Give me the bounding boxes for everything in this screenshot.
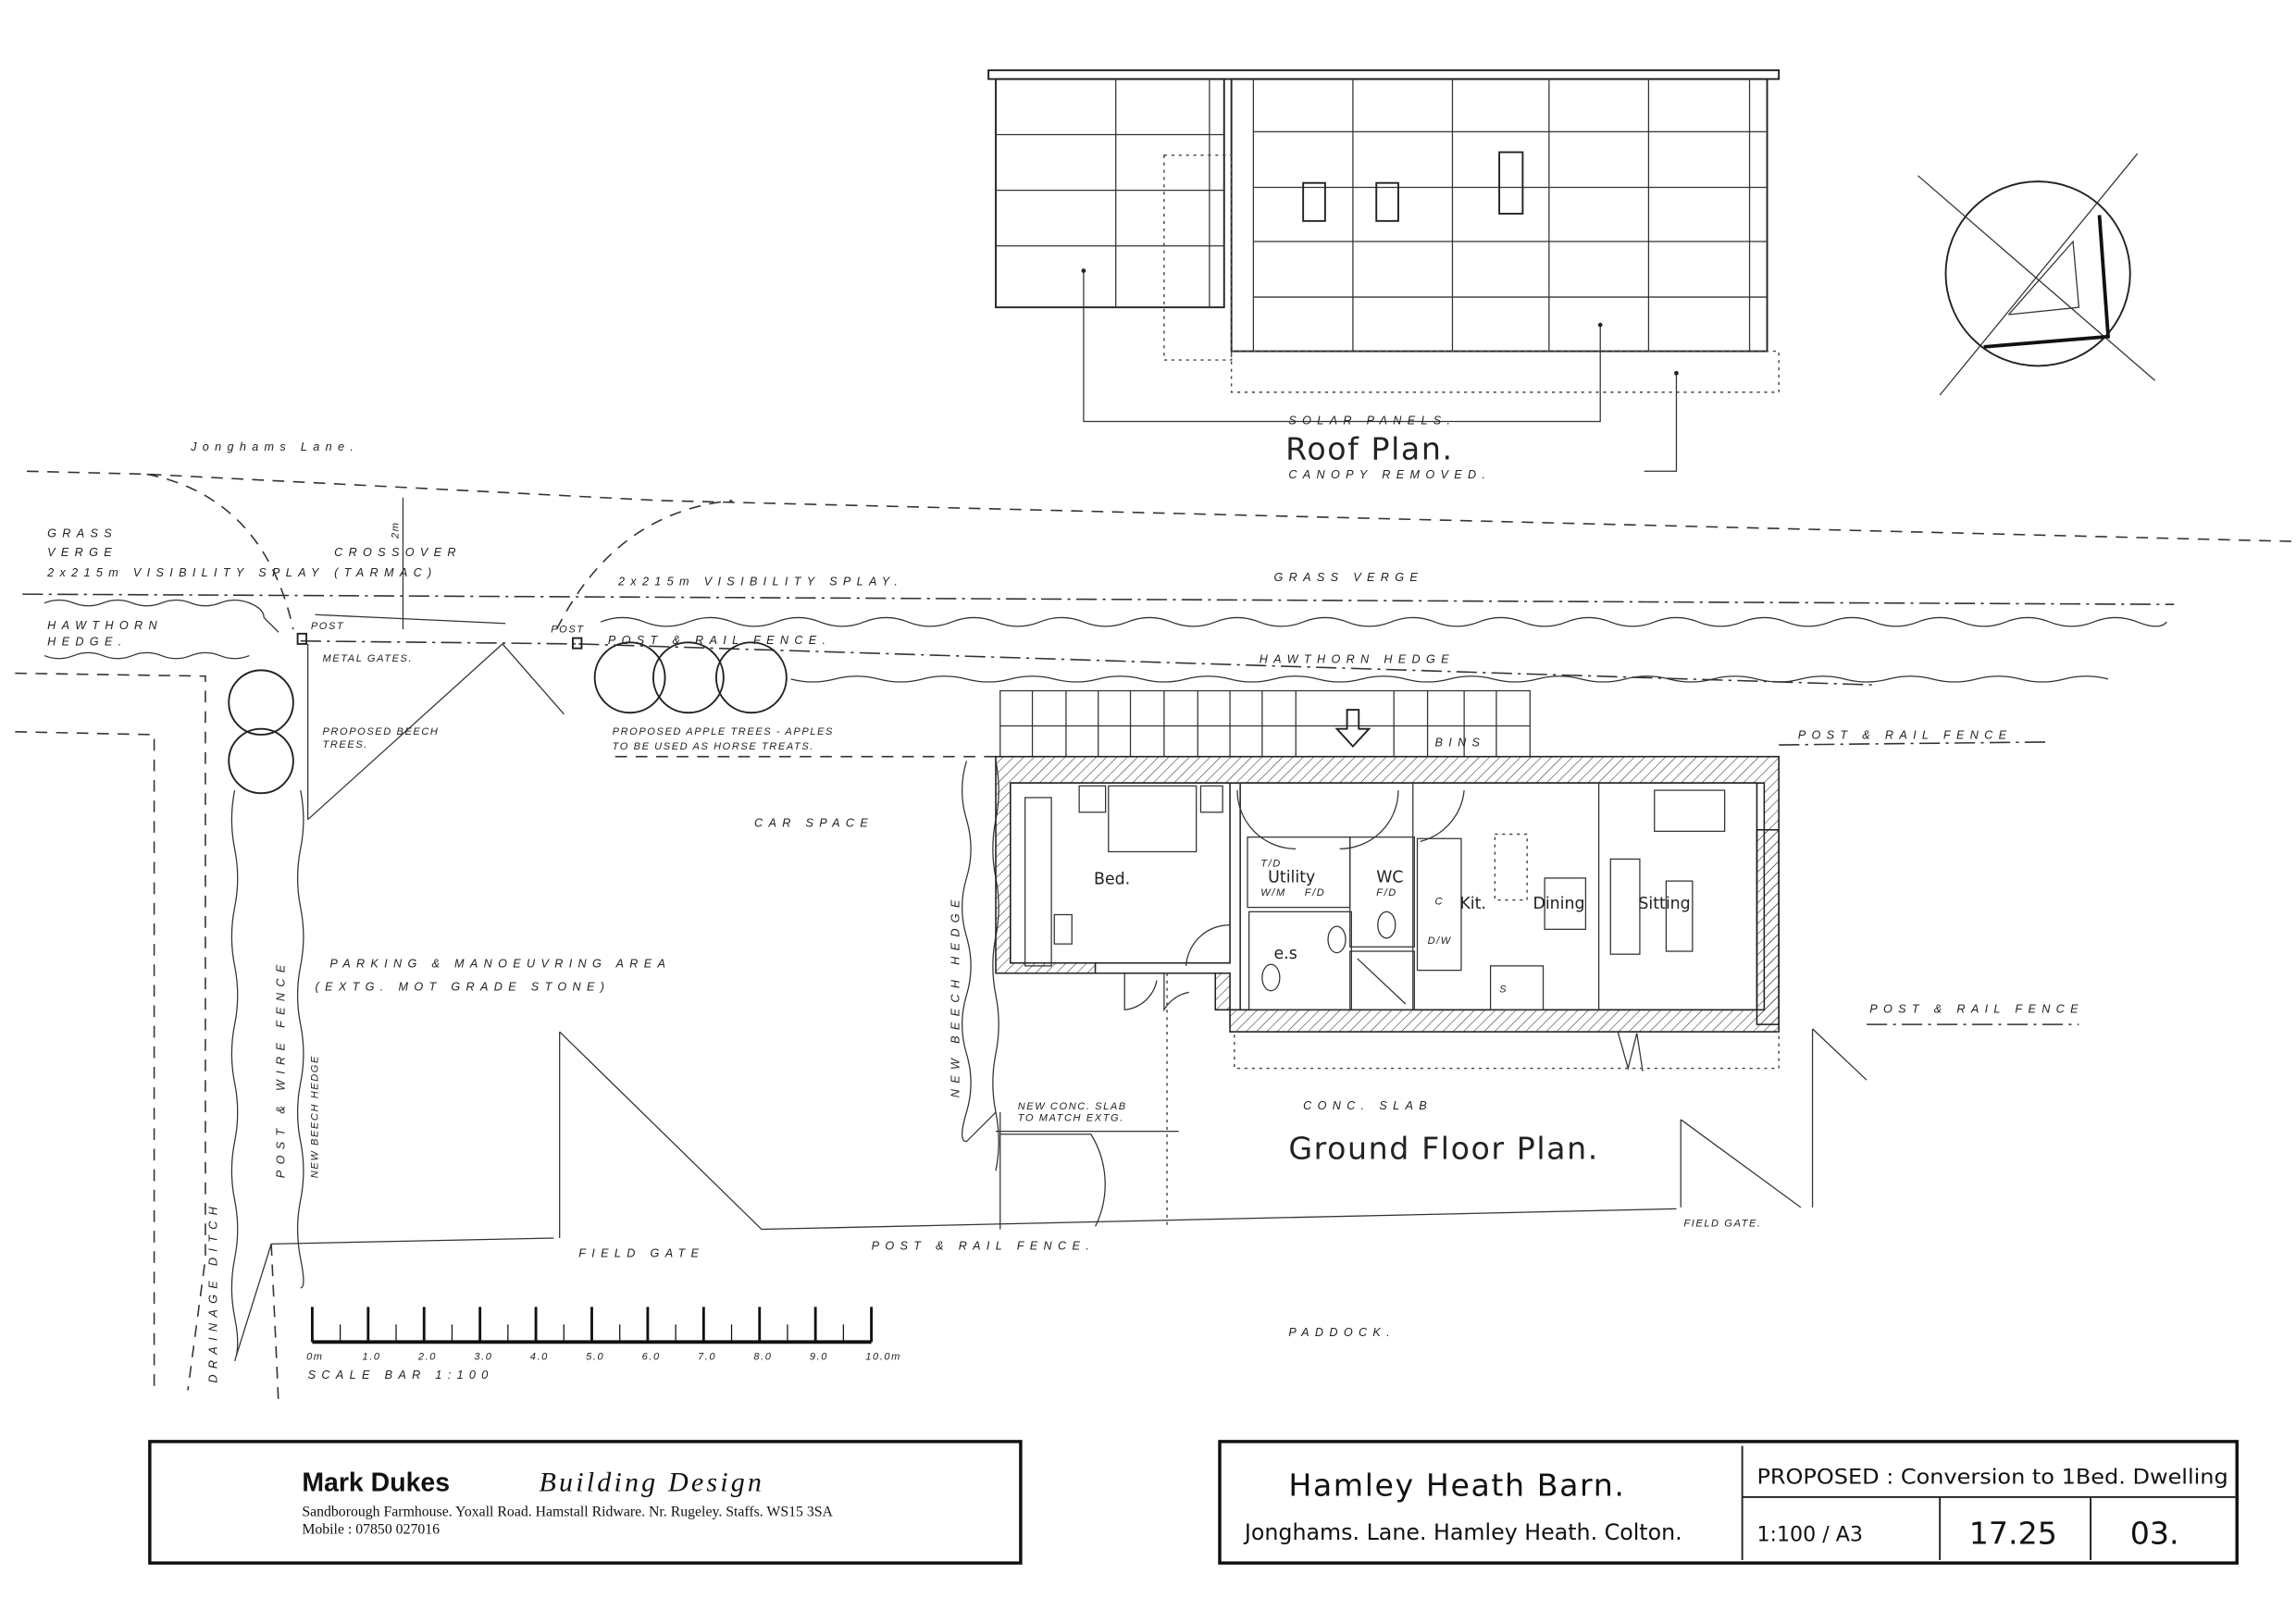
firm-mobile: Mobile : 07850 027016	[302, 1522, 440, 1538]
post-rail-fence-label: POST & RAIL FENCE.	[872, 1240, 1095, 1253]
hawthorn-hedge-label: HAWTHORN	[47, 619, 163, 632]
roof-plan-title: Roof Plan.	[1285, 431, 1453, 467]
drawing-scale: 1:100 / A3	[1756, 1522, 1862, 1546]
visibility-splay-label: 2x215m VISIBILITY SPLAY.	[617, 576, 903, 588]
post-rail-fence-label: POST & RAIL FENCE	[1798, 729, 2013, 742]
canopy-removed-label: CANOPY REMOVED.	[1288, 468, 1491, 481]
ground-floor-plan-title: Ground Floor Plan.	[1288, 1131, 1599, 1167]
room-label-ensuite: e.s	[1274, 945, 1297, 963]
fixture-fd-wc: F/D	[1376, 887, 1397, 898]
fixture-td: T/D	[1260, 858, 1282, 869]
new-slab-label: TO MATCH EXTG.	[1018, 1113, 1124, 1124]
rooflight	[1498, 151, 1524, 215]
project-name: Hamley Heath Barn.	[1288, 1467, 1625, 1503]
room-label-wc: WC	[1376, 869, 1403, 887]
project-location: Jonghams. Lane. Hamley Heath. Colton.	[1243, 1519, 1682, 1545]
site-labels: Jonghams Lane. GRASS VERGE 2x215m VISIBI…	[46, 440, 2084, 1383]
grass-verge-label: GRASS VERGE	[1274, 571, 1424, 584]
room-label-dining: Dining	[1533, 895, 1584, 913]
hawthorn-hedge-label: HAWTHORN HEDGE	[1260, 652, 1455, 665]
conc-slab-label: CONC. SLAB	[1303, 1099, 1433, 1112]
hawthorn-hedge-label: HEDGE.	[47, 635, 127, 648]
room-label-bed: Bed.	[1094, 870, 1130, 888]
scale-bar-label: 8.0	[753, 1351, 772, 1362]
parking-area-label: PARKING & MANOEUVRING AREA	[329, 957, 671, 970]
terrace-paving	[999, 689, 1531, 758]
grass-verge-label: GRASS	[47, 527, 118, 539]
scale-bar-caption: SCALE BAR 1:100	[308, 1369, 494, 1381]
firm-title-block: Mark Dukes Building Design Sandborough F…	[148, 1440, 1023, 1565]
fixture-fd-utility: F/D	[1305, 887, 1326, 898]
ground-floor-plan: Bed. Utility WC Kit. Dining Sitting e.s …	[995, 689, 1780, 1230]
apple-trees-label: TO BE USED AS HORSE TREATS.	[613, 741, 814, 752]
visibility-splay-label: 2x215m VISIBILITY SPLAY	[46, 566, 325, 579]
rooflight	[1302, 181, 1326, 222]
scale-bar-label: 0m	[306, 1351, 324, 1362]
beech-trees-label: TREES.	[322, 739, 367, 750]
paddock-label: PADDOCK.	[1288, 1326, 1396, 1339]
scale-bar-label: 10.0m	[865, 1351, 901, 1362]
post-label: POST	[551, 624, 584, 635]
room-label-kitchen: Kit.	[1459, 895, 1486, 913]
scale-bar-label: 7.0	[698, 1351, 716, 1362]
post-rail-fence-label: POST & RAIL FENCE.	[608, 634, 832, 647]
north-point-icon	[1917, 153, 2156, 396]
post-wire-fence-label: POST & WIRE FENCE	[274, 959, 287, 1178]
scale-bar-label: 1.0	[362, 1351, 380, 1362]
post-label: POST	[311, 621, 344, 632]
solar-panels-label: SOLAR PANELS.	[1288, 415, 1456, 427]
room-label-sitting: Sitting	[1638, 895, 1690, 913]
parking-area-label: (EXTG. MOT GRADE STONE)	[316, 981, 611, 994]
roof-plan: SOLAR PANELS. Roof Plan. CANOPY REMOVED.	[987, 68, 1781, 481]
scale-bar-label: 5.0	[586, 1351, 604, 1362]
firm-address: Sandborough Farmhouse. Yoxall Road. Hams…	[302, 1505, 833, 1520]
field-gate-label: FIELD GATE	[578, 1247, 704, 1260]
car-space-label: CAR SPACE	[754, 817, 874, 830]
proposed-trees	[228, 641, 788, 795]
drawing-description: PROPOSED : Conversion to 1Bed. Dwelling	[1756, 1466, 2228, 1490]
job-number: 17.25	[1969, 1516, 2057, 1552]
scale-bar-label: 6.0	[642, 1351, 661, 1362]
scale-bar-label: 2.0	[417, 1351, 437, 1362]
new-beech-hedge-label: NEW BEECH HEDGE	[949, 894, 962, 1097]
lane-label: Jonghams Lane.	[190, 440, 359, 453]
crossover-label: CROSSOVER	[334, 546, 462, 559]
post-rail-fence-label: POST & RAIL FENCE	[1869, 1002, 2084, 1015]
scale-bar-label: 4.0	[530, 1351, 549, 1362]
fixture-sink: S	[1499, 984, 1508, 995]
field-gate-label: FIELD GATE.	[1683, 1218, 1761, 1229]
bins-label: BINS	[1434, 737, 1485, 750]
new-beech-hedge-label: NEW BEECH HEDGE	[310, 1055, 321, 1178]
entrance-arrow-icon	[1334, 709, 1371, 749]
project-title-block: Hamley Heath Barn. Jonghams. Lane. Hamle…	[1218, 1440, 2239, 1565]
firm-name: Mark Dukes	[302, 1468, 450, 1498]
new-slab-label: NEW CONC. SLAB	[1018, 1101, 1127, 1112]
fixture-wm: W/M	[1260, 887, 1285, 898]
firm-tagline: Building Design	[540, 1467, 765, 1498]
drawing-number: 03.	[2130, 1516, 2179, 1552]
solar-panel-grid	[996, 79, 1768, 352]
metal-gates-label: METAL GATES.	[322, 653, 413, 664]
site-boundaries	[15, 470, 2296, 1406]
fixture-dishwasher: D/W	[1428, 935, 1452, 947]
rooflight	[1375, 181, 1399, 222]
dimension-2m: 2m	[391, 521, 402, 539]
scale-bar: SCALE BAR 1:100 0m 1.0 2.0 3.0 4.0 5.0 6.0 7.0 8…	[306, 1307, 901, 1381]
apple-trees-label: PROPOSED APPLE TREES - APPLES	[613, 726, 834, 737]
fixture-cooker: C	[1434, 896, 1444, 907]
scale-bar-label: 3.0	[474, 1351, 492, 1362]
crossover-label: (TARMAC)	[334, 566, 437, 579]
drainage-ditch-label: DRAINAGE DITCH	[207, 1201, 220, 1383]
grass-verge-label: VERGE	[47, 546, 118, 559]
beech-trees-label: PROPOSED BEECH	[322, 726, 439, 737]
room-label-utility: Utility	[1268, 869, 1315, 887]
scale-bar-label: 9.0	[810, 1351, 828, 1362]
